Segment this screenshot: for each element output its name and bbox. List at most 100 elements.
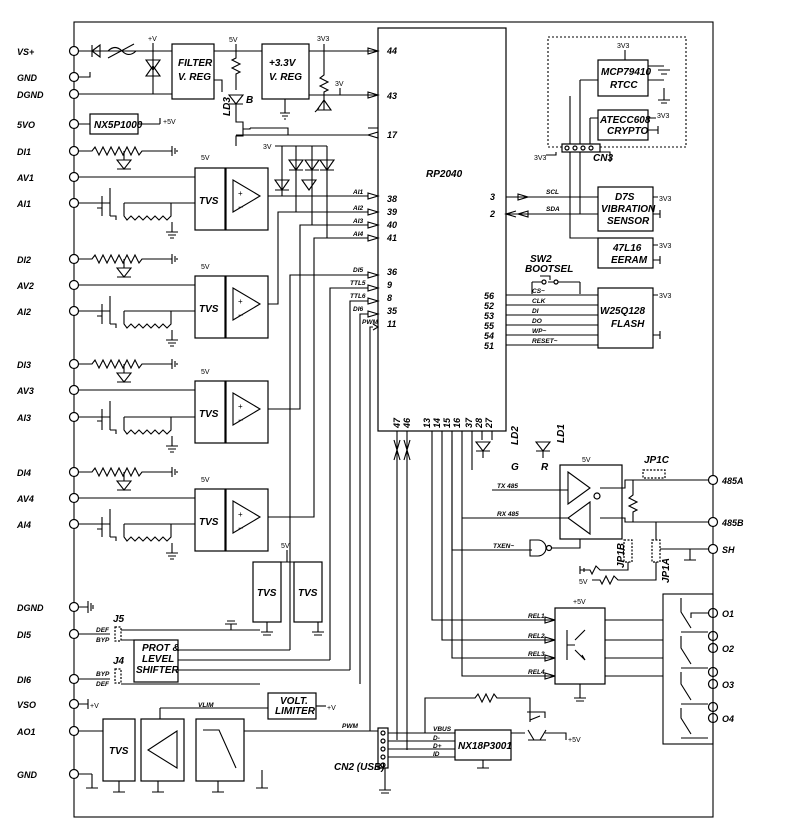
- rail-5v-relay: +5V: [573, 599, 586, 606]
- terminal-485a: 485A: [721, 476, 744, 486]
- terminal-o2: O2: [722, 644, 734, 654]
- pin-56: 56: [484, 291, 495, 301]
- pin-35: 35: [387, 306, 398, 316]
- pin-52: 52: [484, 301, 494, 311]
- prot-level-shifter-block: [133, 639, 179, 683]
- left-terminal-circles: [68, 45, 80, 780]
- sig-ttl5: TTL5: [350, 280, 366, 287]
- led-g-label: G: [511, 462, 519, 473]
- terminal-gnd: GND: [17, 73, 38, 83]
- rs485-section: 5V TX 485 RX 485 TXEN~ JP1C JP1B JP1A 5V: [451, 440, 708, 586]
- sig-dminus: D-: [433, 735, 440, 742]
- bootsel-label: BOOTSEL: [525, 264, 573, 275]
- pin-28: 28: [474, 418, 484, 429]
- svg-text:+: +: [238, 402, 243, 411]
- led-b-label: B: [246, 95, 253, 106]
- terminal-di1: DI1: [17, 147, 31, 157]
- cn2-label: CN2 (USB): [334, 762, 385, 773]
- terminal-ai2: AI2: [16, 307, 31, 317]
- pin-11: 11: [387, 319, 396, 329]
- rail-v-vso: +V: [90, 703, 99, 710]
- sig-dplus: D+: [433, 743, 442, 750]
- left-terminal-labels: VS+ GND DGND 5VO DI1 AV1 AI1 DI2 AV2 AI2…: [16, 47, 44, 780]
- tvs-ao-block: [102, 718, 136, 782]
- vreg33-label-1: +3.3V: [269, 58, 297, 69]
- usb-section: CN2 (USB) VBUS D- D+ ID NX18P3001 +5V: [334, 431, 581, 794]
- mcu-left-pins: 44 43 17 38 39 40 41 36 9 8 35 11: [386, 46, 398, 329]
- svg-text:+: +: [238, 189, 243, 198]
- sig-rel2: REL2: [528, 633, 545, 640]
- terminal-av1: AV1: [16, 173, 34, 183]
- vreg33-label-2: V. REG: [269, 72, 302, 83]
- terminal-av2: AV2: [16, 281, 34, 291]
- limiter-label-1: VOLT.: [280, 696, 308, 707]
- rail-3v3-1: 3V3: [317, 36, 330, 43]
- vib-label-3: SENSOR: [607, 216, 650, 227]
- svg-text:−: −: [238, 523, 243, 533]
- terminal-sh: SH: [722, 545, 735, 555]
- j4-def-label: DEF: [96, 681, 110, 688]
- sig-clk: CLK: [532, 298, 547, 305]
- jp1b-label: JP1B: [616, 543, 627, 568]
- j5-label: J5: [113, 614, 125, 625]
- pin-47: 47: [392, 417, 402, 429]
- pin-16: 16: [452, 417, 462, 428]
- sig-do: DO: [532, 318, 542, 325]
- pin-46: 46: [402, 417, 412, 429]
- right-terminal-circles: [707, 474, 719, 724]
- relay-contacts-frame: [662, 593, 714, 745]
- pin-55: 55: [484, 321, 495, 331]
- svg-text:−: −: [238, 310, 243, 320]
- rail-5v-ch2: 5V: [201, 264, 210, 271]
- lowpass-filter-block: [195, 718, 245, 782]
- vreg-3v3-block: [261, 43, 310, 100]
- eeram-block: [597, 237, 654, 269]
- sig-wp: WP~: [532, 328, 546, 335]
- terminal-vso: VSO: [17, 700, 36, 710]
- rail-3v3-vib: 3V3: [659, 196, 672, 203]
- sig-pwm-out: PWM: [342, 723, 358, 730]
- analog-output-section: +V VOLT. LIMITER +V VLIM TVS PWM: [79, 692, 385, 793]
- flash-section: SW2 BOOTSEL W25Q128 FLASH 3V3 CS~ CLK DI…: [506, 254, 672, 349]
- terminal-di5: DI5: [17, 630, 32, 640]
- sig-tx485: TX 485: [497, 483, 518, 490]
- sig-ai2: AI2: [352, 205, 364, 212]
- rs485-transceiver: [559, 464, 623, 540]
- terminal-dgnd: DGND: [17, 90, 44, 100]
- nx18p3001-label: NX18P3001: [458, 741, 512, 752]
- rail-5v-1: 5V: [229, 37, 238, 44]
- rtcc-label-1: MCP79410: [601, 67, 651, 78]
- filter-label: FILTER: [178, 58, 213, 69]
- pin-44: 44: [386, 46, 397, 56]
- sw2-label: SW2: [530, 254, 552, 265]
- ld2-label: LD2: [510, 426, 521, 445]
- rail-3v-clamp: 3V: [263, 144, 272, 151]
- pin-3: 3: [490, 192, 495, 202]
- tvs-di-1-label: TVS: [257, 588, 277, 599]
- terminal-di2: DI2: [17, 255, 31, 265]
- sig-di5: DI5: [353, 267, 364, 274]
- mcu-right-pins: 3 2 56 52 53 55 54 51: [484, 192, 495, 351]
- terminal-vs-plus: VS+: [17, 47, 35, 57]
- svg-text:+: +: [238, 297, 243, 306]
- tvs-ch2-label: TVS: [199, 304, 219, 315]
- terminal-di6: DI6: [17, 675, 32, 685]
- eeram-label-1: 47L16: [612, 243, 642, 254]
- terminal-485b: 485B: [721, 518, 744, 528]
- rail-3v3-eeram: 3V3: [659, 243, 672, 250]
- terminal-av3: AV3: [16, 386, 34, 396]
- i2c-section: SCL SDA D7S VIBRATION SENSOR 3V3 47L16 E…: [504, 152, 672, 269]
- power-input-section: +V FILTER V. REG 5V LD3 B +3.3V V. REG 3…: [79, 36, 378, 146]
- ld3-label: LD3: [222, 97, 233, 116]
- pin-40: 40: [386, 220, 397, 230]
- terminal-ao1: AO1: [16, 727, 36, 737]
- terminal-o3: O3: [722, 680, 734, 690]
- sig-ai1: AI1: [352, 189, 364, 196]
- pin-17: 17: [387, 130, 398, 140]
- terminal-di4: DI4: [17, 468, 31, 478]
- cn3-label: CN3: [593, 153, 613, 164]
- rp2040-label: RP2040: [426, 169, 463, 180]
- terminal-o1: O1: [722, 609, 734, 619]
- pin-41: 41: [386, 233, 397, 243]
